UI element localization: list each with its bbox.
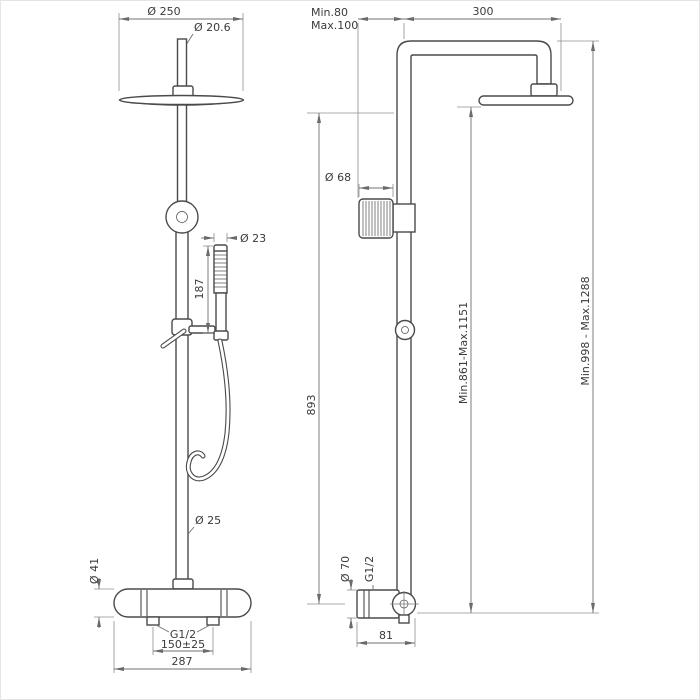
- side-shower-arm: [396, 40, 552, 208]
- front-inlet-left: [146, 616, 160, 626]
- front-riser-diameter-label: Ø 25: [195, 514, 221, 527]
- side-wall-offset-max-label: Max.100: [311, 19, 358, 32]
- front-handshower-diameter-label: Ø 23: [240, 232, 266, 245]
- front-slider-clamp: [160, 318, 216, 349]
- side-wall-offset-dimension: Min.80 Max.100: [311, 6, 405, 198]
- front-valve-width-label: 287: [172, 655, 193, 668]
- front-riser-column: [165, 104, 199, 590]
- side-riser-pipe: [396, 204, 412, 596]
- front-inlet-spacing-label: 150±25: [161, 638, 205, 651]
- front-handshower-diameter-dimension: Ø 23: [201, 232, 266, 245]
- side-riser-length-dimension: 893: [305, 112, 394, 605]
- side-thread-dimension: G1/2: [363, 556, 376, 590]
- side-shower-head: [478, 95, 574, 106]
- front-arm-pipe-diameter-dimension: Ø 20.6: [185, 21, 231, 46]
- side-bracket-collar: [392, 203, 416, 233]
- side-valve-outlet: [398, 614, 410, 624]
- side-valve-diameter-label: Ø 70: [339, 556, 352, 582]
- front-head-diameter-label: Ø 250: [147, 5, 180, 18]
- front-arm-pipe-diameter-label: Ø 20.6: [194, 21, 231, 34]
- side-head-height-dimension: Min.861-Max.1151: [457, 106, 481, 613]
- side-arm-reach-dimension: 300: [404, 5, 562, 91]
- side-slider-clamp: [394, 319, 416, 341]
- side-bracket-knurling: [362, 201, 391, 236]
- front-thread-label: G1/2: [170, 628, 196, 641]
- side-head-nut: [530, 83, 558, 97]
- front-view: Ø 250 Ø 20.6: [88, 5, 266, 673]
- side-thread-label: G1/2: [363, 556, 376, 582]
- side-arm-reach-label: 300: [473, 5, 494, 18]
- side-valve-depth-dimension: 81: [356, 618, 416, 647]
- front-handshower-length-label: 187: [193, 279, 206, 300]
- side-total-height-dimension: Min.998 - Max.1288: [417, 40, 599, 614]
- front-arm-downpipe: [176, 38, 188, 90]
- side-wall-bracket: [358, 198, 416, 239]
- side-bracket-diameter-dimension: Ø 68: [325, 171, 394, 197]
- front-valve-diameter-dimension: Ø 41: [88, 558, 114, 628]
- front-head-diameter-dimension: Ø 250: [118, 5, 244, 91]
- front-handshower-holder: [188, 325, 216, 334]
- side-valve-diameter-dimension: Ø 70: [339, 556, 357, 629]
- front-valve-width-dimension: 287: [113, 621, 252, 673]
- side-wall-offset-min-label: Min.80: [311, 6, 348, 19]
- side-head-height-label: Min.861-Max.1151: [457, 302, 470, 404]
- side-bracket-diameter-label: Ø 68: [325, 171, 351, 184]
- front-hand-shower: [185, 244, 231, 482]
- front-shower-head: [118, 38, 245, 106]
- side-view: Min.80 Max.100 300: [305, 5, 599, 647]
- front-wall-bracket: [165, 200, 199, 234]
- side-total-height-label: Min.998 - Max.1288: [579, 276, 592, 385]
- side-arm-and-riser: [396, 40, 574, 596]
- side-mixer-valve: [356, 589, 419, 624]
- front-riser-diameter-dimension: Ø 25: [187, 514, 221, 535]
- front-thread-dimension: G1/2: [155, 624, 211, 641]
- front-inlet-spacing-dimension: 150±25: [152, 627, 214, 655]
- front-inlet-right: [206, 616, 220, 626]
- side-riser-length-label: 893: [305, 395, 318, 416]
- side-valve-depth-label: 81: [379, 629, 393, 642]
- front-valve-diameter-label: Ø 41: [88, 558, 101, 584]
- front-riser-base-flange: [172, 578, 194, 590]
- front-mixer-valve: [113, 588, 252, 626]
- front-hand-shower-ribs: [214, 254, 227, 288]
- front-handshower-length-dimension: 187: [193, 245, 213, 334]
